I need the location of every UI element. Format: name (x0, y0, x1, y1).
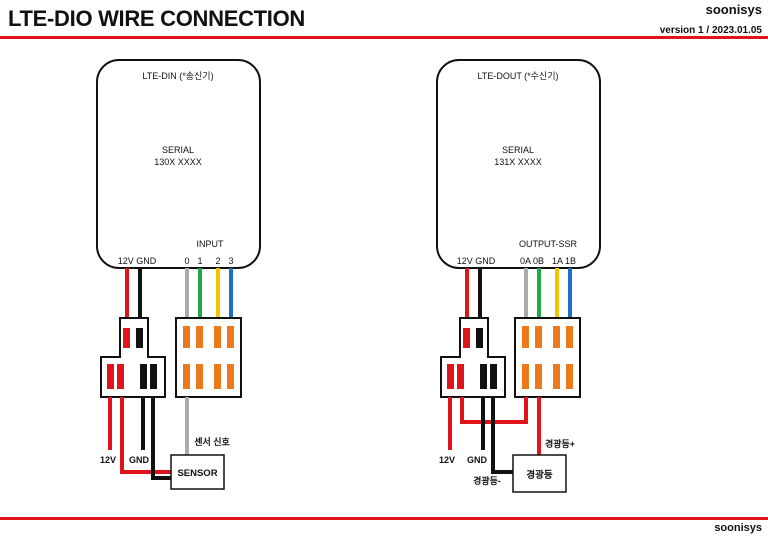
left-serial-label: SERIAL (162, 145, 194, 155)
left-terminal-contacts (183, 326, 234, 389)
sensor-box (170, 454, 225, 490)
warning-lamp-box-label: 경광등 (526, 469, 552, 481)
brand-logo-top: soonisys (705, 2, 762, 17)
right-pins-1a-1b: 1A 1B (552, 256, 576, 266)
right-connector-red-2 (457, 364, 464, 389)
warning-lamp-box (512, 454, 567, 493)
left-connector-red-2 (117, 364, 124, 389)
header-divider (0, 36, 768, 39)
left-pin-2: 2 (215, 256, 220, 266)
left-power-label: 12V GND (118, 256, 157, 266)
right-serial-value: 131X XXXX (494, 157, 542, 167)
right-label-gnd: GND (467, 455, 488, 465)
right-terminal-contacts (522, 326, 573, 389)
left-wire-sensor-gnd (151, 397, 171, 480)
left-module: LTE-DIN (*송신기) SERIAL 130X XXXX INPUT 12… (96, 59, 261, 490)
right-connector-red-top (463, 328, 470, 348)
right-connector-black-1 (480, 364, 487, 389)
right-connector-black-top (476, 328, 483, 348)
left-connector-red-1 (107, 364, 114, 389)
left-label-signal: 센서 신호 (194, 436, 230, 447)
right-device-body (436, 59, 601, 269)
right-label-lamp-minus: 경광등- (473, 475, 501, 486)
left-device-body (96, 59, 261, 269)
left-label-12v: 12V (100, 455, 116, 465)
left-pin-0: 0 (184, 256, 189, 266)
left-connector-black-1 (140, 364, 147, 389)
left-connector-black-top (136, 328, 143, 348)
page-title: LTE-DIO WIRE CONNECTION (8, 6, 306, 31)
left-label-gnd: GND (129, 455, 150, 465)
left-connector-black-2 (150, 364, 157, 389)
sensor-box-label: SENSOR (177, 468, 217, 479)
version-label: version 1 / 2023.01.05 (659, 25, 762, 36)
right-module: LTE-DOUT (*수신기) SERIAL 131X XXXX OUTPUT-… (436, 59, 601, 493)
right-pins-0a-0b: 0A 0B (520, 256, 544, 266)
right-label-lamp-plus: 경광등+ (545, 438, 575, 449)
left-pin-3: 3 (228, 256, 233, 266)
right-label-12v: 12V (439, 455, 455, 465)
left-pin-1: 1 (197, 256, 202, 266)
right-serial-label: SERIAL (502, 145, 534, 155)
right-group-label: OUTPUT-SSR (519, 239, 578, 249)
left-group-label: INPUT (197, 239, 225, 249)
left-connector-red-top (123, 328, 130, 348)
left-serial-value: 130X XXXX (154, 157, 202, 167)
right-connector-black-2 (490, 364, 497, 389)
brand-logo-bottom: soonisys (714, 522, 762, 534)
footer-divider (0, 517, 768, 520)
right-device-name: LTE-DOUT (*수신기) (477, 71, 558, 81)
right-wire-lamp-minus (491, 397, 513, 474)
right-power-label: 12V GND (457, 256, 496, 266)
left-device-name: LTE-DIN (*송신기) (142, 71, 213, 81)
right-connector-red-1 (447, 364, 454, 389)
